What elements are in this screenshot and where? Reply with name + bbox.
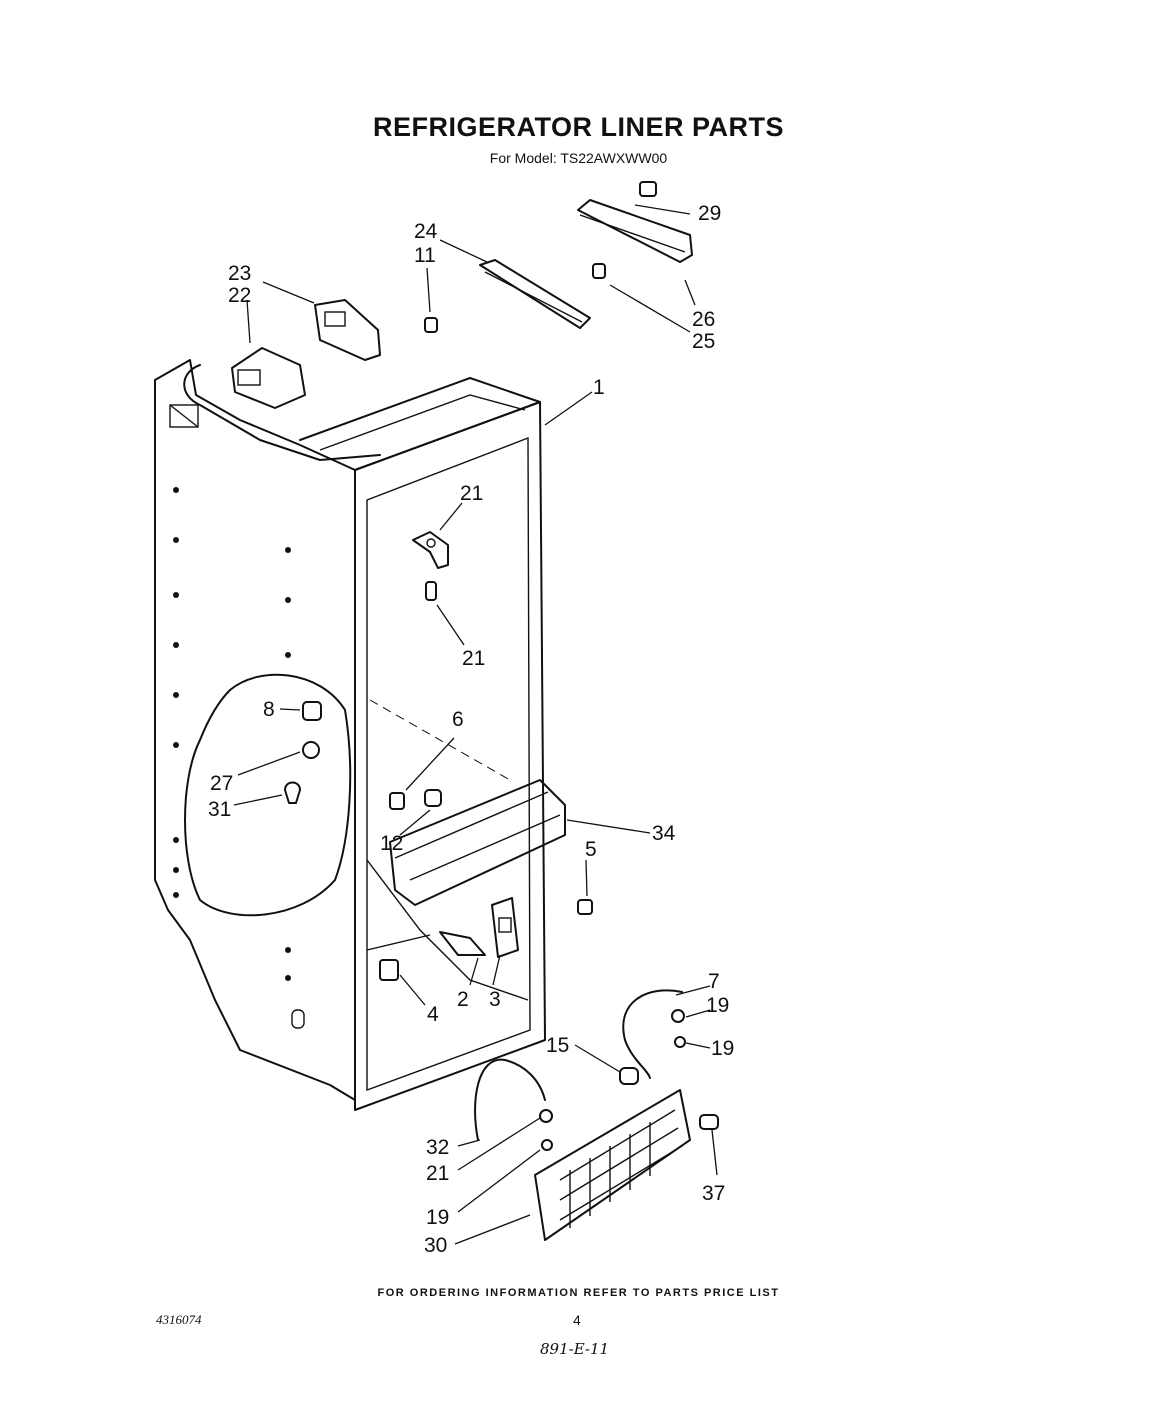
part-7-tube [622,989,683,1079]
part-19-ferrule-upper [674,1036,686,1048]
callout-21-lower: 21 [426,1162,449,1185]
part-25-bracket [314,299,381,361]
part-23-screw [425,581,437,601]
callout-1: 1 [593,376,605,399]
liner-cabinet [154,359,546,1111]
callout-5: 5 [585,838,597,861]
side-wall-holes [173,487,291,981]
callout-34: 34 [652,822,676,845]
callout-19-lower: 19 [426,1206,449,1229]
part-8-fastener [302,701,322,721]
callout-6: 6 [452,708,464,731]
part-15-fitting [619,1067,639,1085]
callout-32: 32 [426,1136,449,1159]
callout-3: 3 [489,988,501,1011]
callout-24: 22 [228,284,251,307]
part-2-hinge [439,931,486,956]
part-4-pad [379,959,399,981]
part-26-rail [479,259,591,329]
part-21-nut-lower [539,1109,553,1123]
model-subtitle: For Model: TS22AWXWW00 [489,150,668,166]
callout-19-upper: 19 [711,1037,734,1060]
part-6-fastener [424,789,442,807]
part-27-screw [592,263,606,279]
handwritten-note: 891-E-11 [540,1340,610,1358]
callout-33: 31 [208,798,231,821]
part-24-control-housing [231,347,306,409]
ordering-note: FOR ORDERING INFORMATION REFER TO PARTS … [377,1287,780,1299]
part-31-tray [534,1089,691,1241]
part-21-nut-upper [671,1009,685,1023]
callout-27: 25 [692,330,715,353]
page-title: REFRIGERATOR LINER PARTS [372,112,784,142]
callout-7: 7 [708,970,720,993]
leader-lines [233,204,718,1245]
callout-30: 29 [698,202,721,225]
callout-23: 21 [462,647,485,670]
part-19-ferrule-lower [541,1139,553,1151]
callout-31: 30 [424,1234,447,1257]
callout-numbers: 29 24 11 23 22 26 25 1 21 21 8 6 27 31 3… [208,202,734,1257]
part-5-screw [577,899,593,915]
callout-12: 12 [380,832,403,855]
part-11-screw [424,317,438,333]
part-30-clip [639,181,657,197]
part-3-bracket [491,897,519,958]
callout-15: 15 [546,1034,569,1057]
part-12-fastener [389,792,405,810]
callout-25: 23 [228,262,251,285]
part-29-fastener [302,741,320,759]
part-32-tube [474,1058,546,1141]
document-number: 4316074 [156,1312,202,1327]
part-22-bracket [412,531,449,569]
callout-26: 24 [414,220,438,243]
part-37-fitting [699,1114,719,1130]
page-number: 4 [573,1312,581,1328]
part-33-plug [284,781,301,804]
callout-22: 21 [460,482,483,505]
callout-21-upper: 19 [706,994,729,1017]
callout-29: 27 [210,772,233,795]
part-34-crisper-cover [389,779,566,906]
callout-2: 2 [457,988,469,1011]
callout-28: 26 [692,308,715,331]
callout-11: 11 [414,244,436,267]
part-28-rail [577,199,693,263]
callout-37: 37 [702,1182,725,1205]
callout-8: 8 [263,698,275,721]
callout-4: 4 [427,1003,439,1026]
